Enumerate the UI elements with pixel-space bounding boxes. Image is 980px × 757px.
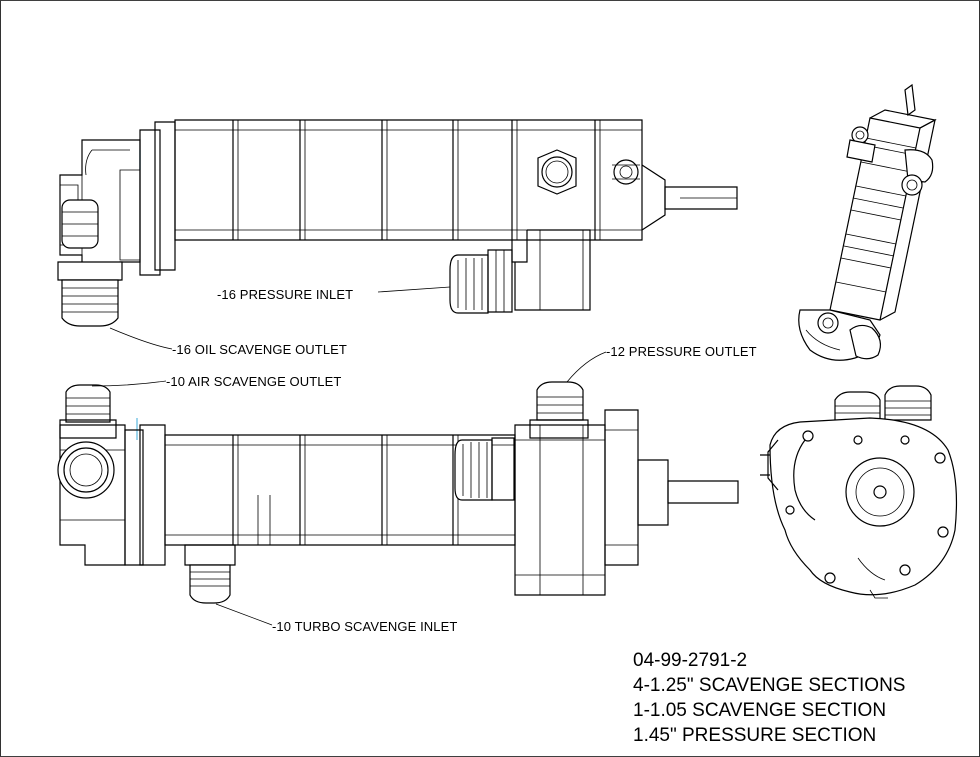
end-view <box>760 386 956 598</box>
pressure-section-block <box>515 425 605 595</box>
section-stack-top <box>175 120 642 240</box>
bottom-side-view <box>58 382 738 603</box>
leader-turbo-scavenge-inlet <box>216 604 272 625</box>
leader-lines <box>92 287 606 625</box>
top-side-view <box>58 120 737 326</box>
callout-pressure-inlet: -16 PRESSURE INLET <box>217 287 354 302</box>
part-number: 04-99-2791-2 <box>633 650 748 671</box>
callout-turbo-scavenge-inlet: -10 TURBO SCAVENGE INLET <box>272 619 458 634</box>
spec-line-2: 1-1.05 SCAVENGE SECTION <box>633 700 887 721</box>
air-scavenge-outlet-fitting <box>60 385 116 438</box>
leader-air-scavenge-outlet <box>92 381 166 386</box>
spec-line-1: 4-1.25" SCAVENGE SECTIONS <box>633 675 906 696</box>
pressure-inlet-fitting <box>450 250 512 313</box>
oil-scavenge-outlet-fitting <box>58 262 122 326</box>
callout-oil-scavenge-outlet: -16 OIL SCAVENGE OUTLET <box>172 342 347 357</box>
spec-line-3: 1.45" PRESSURE SECTION <box>633 725 877 746</box>
isometric-view <box>799 85 935 360</box>
callout-pressure-outlet: -12 PRESSURE OUTLET <box>606 344 757 359</box>
leader-pressure-outlet <box>567 352 606 382</box>
leader-pressure-inlet <box>378 287 450 292</box>
callout-air-scavenge-outlet: -10 AIR SCAVENGE OUTLET <box>166 374 342 389</box>
drive-shaft-bottom <box>668 481 738 503</box>
leader-oil-scavenge-outlet <box>110 328 172 349</box>
turbo-scavenge-inlet-fitting <box>185 545 235 603</box>
pressure-outlet-fitting <box>530 382 588 438</box>
